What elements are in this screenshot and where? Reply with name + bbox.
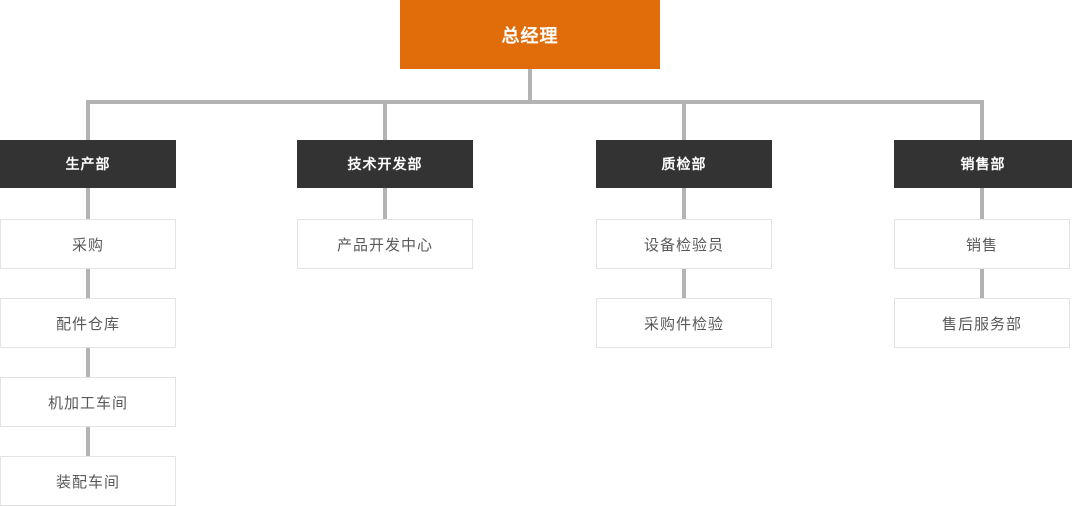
connector-branch-tech	[383, 100, 387, 142]
connector-tech-1	[383, 185, 387, 221]
node-purchased-parts-inspection: 采购件检验	[596, 298, 772, 348]
node-dept-tech: 技术开发部	[297, 140, 473, 188]
connector-production-2	[86, 267, 90, 300]
connector-qc-1	[682, 185, 686, 221]
connector-production-4	[86, 425, 90, 458]
connector-horizontal-rail	[86, 100, 984, 104]
node-sales: 销售	[894, 219, 1070, 269]
connector-production-3	[86, 346, 90, 379]
node-purchasing: 采购	[0, 219, 176, 269]
connector-branch-production	[86, 100, 90, 142]
connector-root-stem	[528, 69, 532, 102]
node-after-sales-service: 售后服务部	[894, 298, 1070, 348]
connector-sales-1	[980, 185, 984, 221]
node-general-manager: 总经理	[400, 0, 660, 69]
connector-sales-2	[980, 267, 984, 300]
node-dept-sales: 销售部	[894, 140, 1072, 188]
node-machining-workshop: 机加工车间	[0, 377, 176, 427]
node-product-dev-center: 产品开发中心	[297, 219, 473, 269]
connector-branch-qc	[682, 100, 686, 142]
node-parts-warehouse: 配件仓库	[0, 298, 176, 348]
connector-production-1	[86, 185, 90, 221]
connector-branch-sales	[980, 100, 984, 142]
node-equipment-inspector: 设备检验员	[596, 219, 772, 269]
node-assembly-workshop: 装配车间	[0, 456, 176, 506]
node-dept-qc: 质检部	[596, 140, 772, 188]
node-dept-production: 生产部	[0, 140, 176, 188]
connector-qc-2	[682, 267, 686, 300]
